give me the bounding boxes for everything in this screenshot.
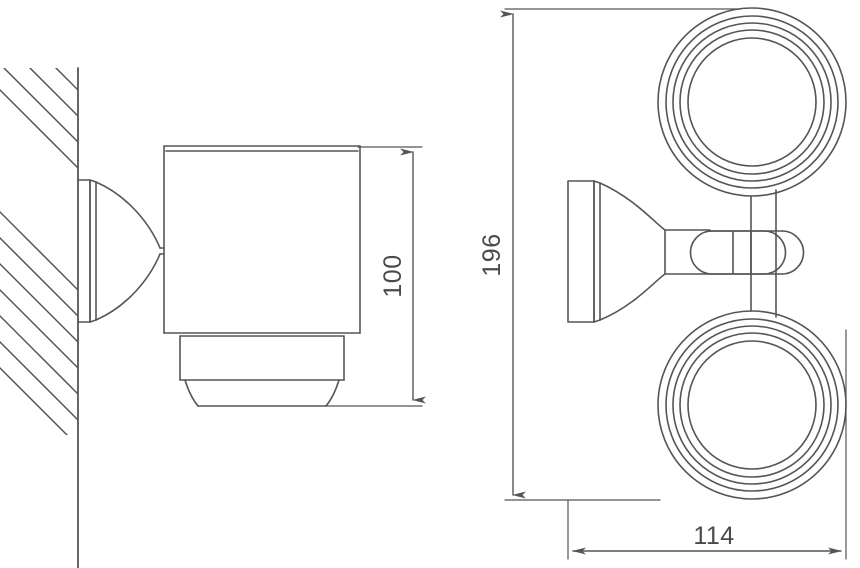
tumbler-cup-side [163,145,361,334]
dim-114-extension-lines [567,329,847,560]
tumbler-base-side [184,379,340,407]
dim-100-label: 100 [379,254,407,297]
mounting-flange-front [567,180,601,323]
dim-196-extension-lines [504,8,741,501]
dim-114-label: 114 [693,522,734,550]
mounting-flange-side [77,179,97,323]
upper-ring-assembly [657,7,847,197]
flared-bracket-arm-side [95,181,165,321]
dim-196-label: 196 [478,233,506,276]
tumbler-collar-side [179,335,345,381]
vertical-post [750,189,777,318]
lower-ring-assembly [657,310,847,500]
dim-100-extension-lines [325,146,423,407]
wall-hatching [0,68,78,435]
center-capsule-hub [689,230,805,275]
flared-bracket-arm-front [599,182,711,321]
